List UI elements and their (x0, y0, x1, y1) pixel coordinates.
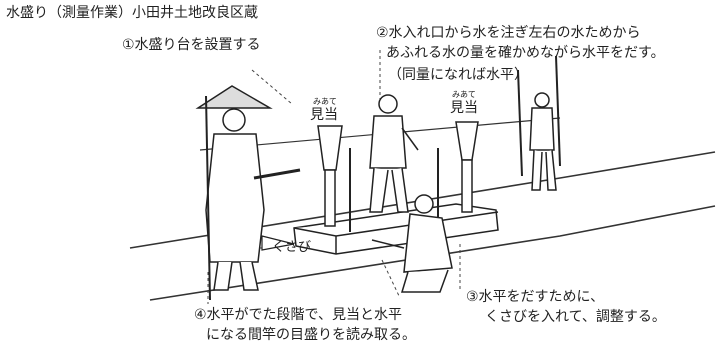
step3-annotation-line1: ③水平をだすために、 (466, 289, 605, 305)
step2-annotation-line2: あふれる水の量を確かめながら水平をだす。 (386, 45, 665, 61)
kento-right-label: 見当 (450, 100, 478, 116)
wedge-icon (261, 235, 295, 251)
measuring-poles (349, 55, 561, 232)
distant-figure (529, 92, 557, 191)
kento-left-reading: みあて (313, 97, 337, 106)
kento-right-reading: みあて (452, 90, 476, 99)
step4-annotation-line2: になる間竿の目盛りを読み取る。 (206, 327, 416, 343)
step2-annotation-line3: （同量になれば水平） (388, 67, 528, 83)
samurai-figure (195, 85, 301, 301)
left-water-tower (317, 125, 343, 227)
title: 水盛り（測量作業）小田井土地改良区蔵 (6, 5, 258, 21)
kento-left-label: 見当 (310, 107, 338, 123)
crouching-worker-figure (371, 194, 453, 293)
step4-annotation-line1: ④水平がでた段階で、見当と水平 (194, 307, 402, 323)
right-water-tower (455, 121, 479, 213)
pouring-worker-figure (369, 94, 419, 213)
step1-annotation: ①水盛り台を設置する (122, 37, 261, 53)
step3-annotation-line2: くさびを入れて、調整する。 (485, 309, 666, 325)
water-level-base (293, 203, 499, 255)
kusabi-label: くさび (272, 240, 312, 255)
step2-annotation-line1: ②水入れ口から水を注ぎ左右の水ためから (376, 25, 641, 41)
